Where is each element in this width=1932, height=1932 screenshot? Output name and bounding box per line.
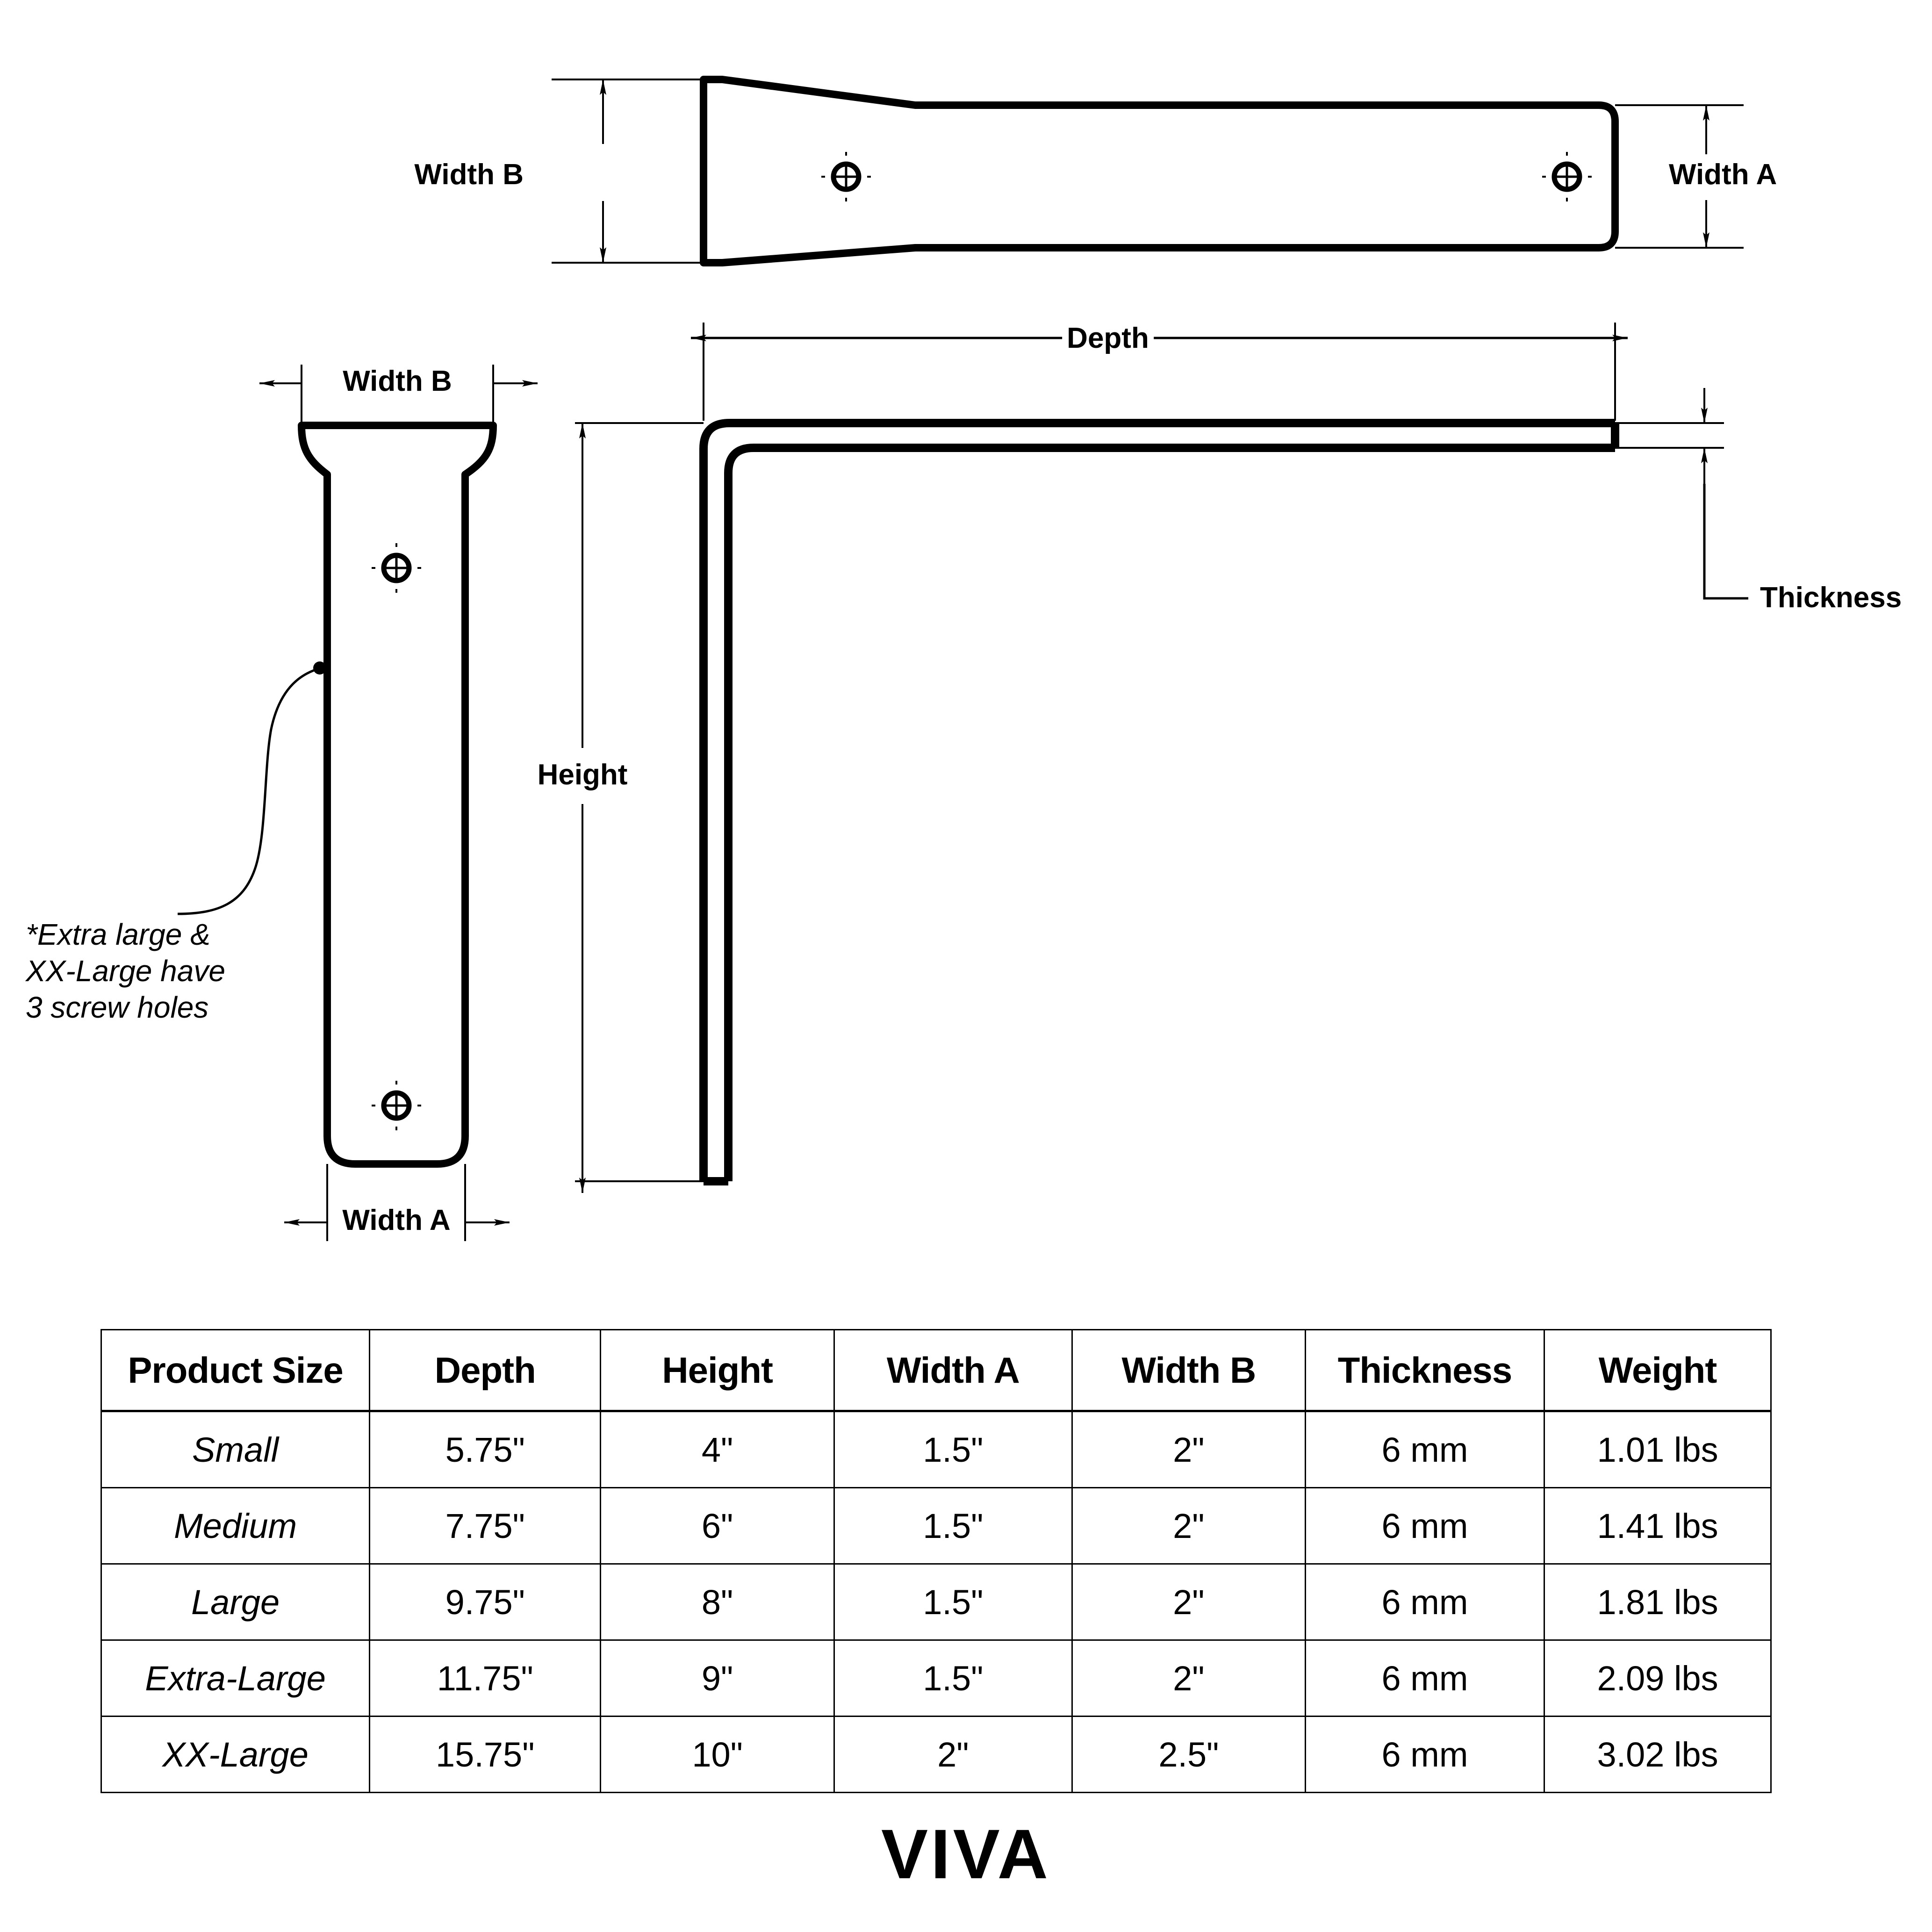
dimension-height xyxy=(575,422,704,1193)
screw-hole-icon xyxy=(1542,152,1592,201)
cell-width-b: 2" xyxy=(1071,1639,1306,1717)
table-row: XX-Large 15.75" 10" 2" 2.5" 6 mm 3.02 lb… xyxy=(100,1716,1772,1793)
cell-product-size: Small xyxy=(100,1410,371,1488)
column-header-weight: Weight xyxy=(1544,1329,1772,1412)
cell-width-a: 1.5" xyxy=(833,1487,1073,1565)
column-header-depth: Depth xyxy=(369,1329,602,1412)
column-header-thickness: Thickness xyxy=(1304,1329,1545,1412)
cell-thickness: 6 mm xyxy=(1304,1410,1545,1488)
table-row: Extra-Large 11.75" 9" 1.5" 2" 6 mm 2.09 … xyxy=(100,1639,1772,1717)
cell-depth: 7.75" xyxy=(369,1487,602,1565)
screw-hole-note: *Extra large & XX-Large have 3 screw hol… xyxy=(26,918,225,1025)
cell-depth: 11.75" xyxy=(369,1639,602,1717)
label-width-a-top: Width A xyxy=(1664,160,1782,189)
cell-height: 9" xyxy=(600,1639,835,1717)
label-thickness: Thickness xyxy=(1755,583,1907,612)
label-width-a-side: Width A xyxy=(338,1206,455,1235)
screw-hole-icon xyxy=(821,152,871,201)
l-profile-bracket-outline xyxy=(699,419,1619,1185)
cell-weight: 2.09 lbs xyxy=(1544,1639,1772,1717)
cell-product-size: XX-Large xyxy=(100,1716,371,1793)
cell-thickness: 6 mm xyxy=(1304,1716,1545,1793)
column-header-product-size: Product Size xyxy=(100,1329,371,1412)
cell-depth: 5.75" xyxy=(369,1410,602,1488)
label-width-b-top: Width B xyxy=(409,160,528,189)
label-width-b-side: Width B xyxy=(338,367,457,396)
cell-width-b: 2.5" xyxy=(1071,1716,1306,1793)
top-view-bracket-outline xyxy=(700,76,1619,266)
cell-height: 4" xyxy=(600,1410,835,1488)
cell-product-size: Extra-Large xyxy=(100,1639,371,1717)
cell-product-size: Large xyxy=(100,1563,371,1641)
table-row: Medium 7.75" 6" 1.5" 2" 6 mm 1.41 lbs xyxy=(100,1487,1772,1565)
side-view-bracket-outline xyxy=(298,422,497,1168)
cell-weight: 1.41 lbs xyxy=(1544,1487,1772,1565)
dimension-width-a-top xyxy=(1615,104,1744,249)
column-header-height: Height xyxy=(600,1329,835,1412)
cell-width-a: 1.5" xyxy=(833,1639,1073,1717)
dimension-thickness xyxy=(1615,388,1748,600)
cell-width-a: 2" xyxy=(833,1716,1073,1793)
label-depth: Depth xyxy=(1062,324,1154,353)
cell-width-a: 1.5" xyxy=(833,1563,1073,1641)
cell-thickness: 6 mm xyxy=(1304,1639,1545,1717)
screw-hole-icon xyxy=(372,543,421,593)
cell-width-b: 2" xyxy=(1071,1563,1306,1641)
spec-table: Product Size Depth Height Width A Width … xyxy=(100,1329,1772,1793)
table-header-row: Product Size Depth Height Width A Width … xyxy=(100,1329,1772,1412)
cell-height: 10" xyxy=(600,1716,835,1793)
cell-thickness: 6 mm xyxy=(1304,1563,1545,1641)
dimension-depth xyxy=(691,323,1628,421)
column-header-width-a: Width A xyxy=(833,1329,1073,1412)
cell-thickness: 6 mm xyxy=(1304,1487,1545,1565)
brand-logo: VIVA xyxy=(881,1815,1051,1893)
cell-weight: 1.81 lbs xyxy=(1544,1563,1772,1641)
table-row: Small 5.75" 4" 1.5" 2" 6 mm 1.01 lbs xyxy=(100,1410,1772,1488)
cell-weight: 3.02 lbs xyxy=(1544,1716,1772,1793)
label-height: Height xyxy=(532,761,632,790)
cell-height: 6" xyxy=(600,1487,835,1565)
cell-depth: 9.75" xyxy=(369,1563,602,1641)
screw-hole-icon xyxy=(372,1081,421,1130)
cell-width-b: 2" xyxy=(1071,1487,1306,1565)
dimension-width-a-side xyxy=(284,1164,510,1241)
cell-product-size: Medium xyxy=(100,1487,371,1565)
note-leader-line xyxy=(177,661,326,915)
cell-width-b: 2" xyxy=(1071,1410,1306,1488)
cell-weight: 1.01 lbs xyxy=(1544,1410,1772,1488)
dimension-width-b-top xyxy=(552,79,704,264)
dimension-width-b-side xyxy=(259,365,538,425)
table-row: Large 9.75" 8" 1.5" 2" 6 mm 1.81 lbs xyxy=(100,1563,1772,1641)
cell-width-a: 1.5" xyxy=(833,1410,1073,1488)
column-header-width-b: Width B xyxy=(1071,1329,1306,1412)
cell-height: 8" xyxy=(600,1563,835,1641)
cell-depth: 15.75" xyxy=(369,1716,602,1793)
